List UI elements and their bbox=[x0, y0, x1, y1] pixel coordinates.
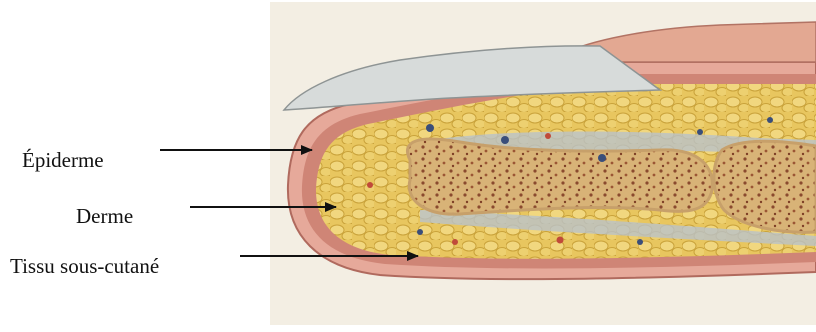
distal-phalanx bbox=[407, 139, 712, 214]
label-derme: Derme bbox=[76, 206, 133, 227]
label-epiderme: Épiderme bbox=[22, 150, 104, 171]
label-tissu-sous-cutane: Tissu sous-cutané bbox=[10, 256, 159, 277]
